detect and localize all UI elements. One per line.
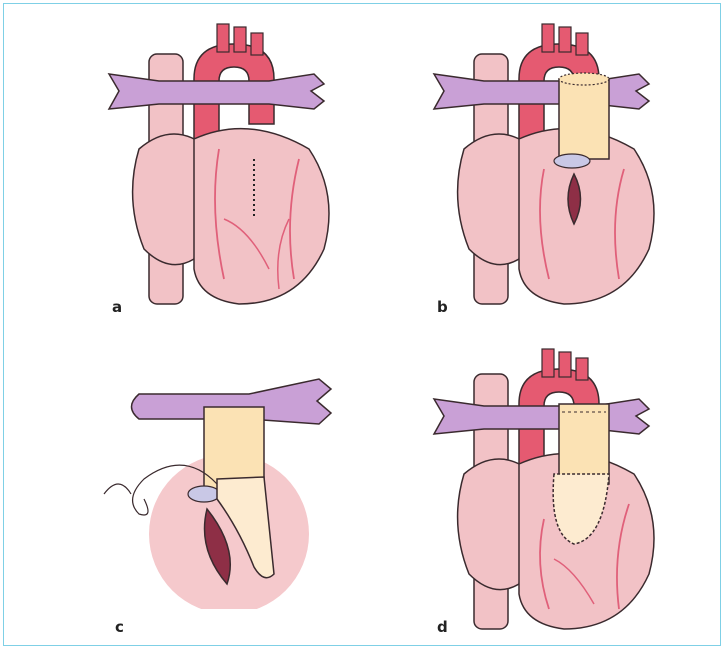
panel-a — [99, 19, 359, 309]
heart-illustration-b — [424, 19, 684, 309]
panel-c — [99, 349, 359, 609]
heart-illustration-d — [424, 344, 684, 634]
panel-b — [424, 19, 684, 309]
panel-label-d: d — [437, 618, 448, 636]
heart-illustration-c — [99, 349, 359, 609]
heart-ventricles — [194, 129, 329, 304]
valve-ring — [554, 154, 590, 168]
aorta-graft — [559, 79, 609, 159]
panel-label-b: b — [437, 298, 448, 316]
heart-illustration-a — [99, 19, 359, 309]
panel-label-a: a — [112, 298, 122, 316]
panel-d — [424, 344, 684, 634]
panel-label-c: c — [115, 618, 124, 636]
figure-frame: a b — [3, 3, 721, 646]
